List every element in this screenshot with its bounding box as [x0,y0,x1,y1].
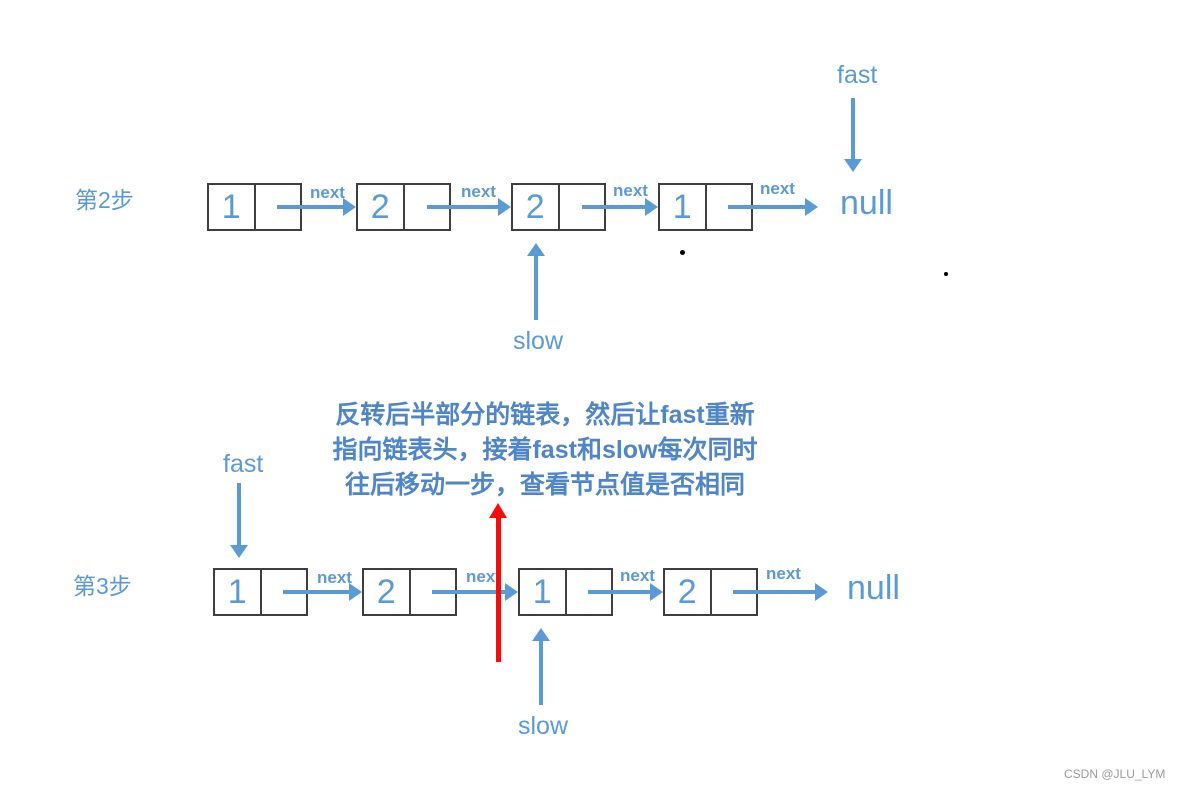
fast-pointer-arrow [230,483,248,558]
list-node: 2 [511,183,606,231]
next-arrow-label: next [760,179,795,198]
next-arrow-label: next [766,564,801,583]
node-value: 1 [520,570,567,614]
next-arrow-label: next [461,182,496,201]
annotation-text: 反转后半部分的链表，然后让fast重新 指向链表头，接着fast和slow每次同… [295,398,795,503]
node-value: 2 [665,570,712,614]
slow-pointer-arrow [532,628,550,705]
slow-pointer-label: slow [513,327,564,355]
next-arrow [728,198,818,216]
slow-pointer-arrow [527,243,545,320]
dot [680,250,685,255]
fast-pointer-label: fast [837,61,878,89]
next-arrow-label: next [466,567,501,586]
list-node: 1 [518,568,613,616]
next-arrow [427,198,511,216]
next-arrow [277,198,356,216]
next-arrow [582,198,658,216]
step3-label: 第3步 [73,573,132,599]
dot [944,272,948,276]
list-node: 2 [362,568,457,616]
node-value: 1 [209,185,256,229]
next-arrow-label: next [613,181,648,200]
next-arrow-label: next [620,566,655,585]
annotation-line: 反转后半部分的链表，然后让fast重新 [335,401,755,429]
next-arrow [283,583,362,601]
node-value: 2 [513,185,560,229]
next-arrow-label: next [317,568,352,587]
node-value: 1 [215,570,262,614]
next-arrow [733,583,828,601]
step2-label: 第2步 [75,187,134,213]
annotation-line: 指向链表头，接着fast和slow每次同时 [332,436,758,464]
slow-pointer-label: slow [518,712,569,740]
next-arrow [432,583,518,601]
next-arrow-label: next [310,183,345,202]
next-arrow [588,583,663,601]
null-terminator-label: null [847,569,900,607]
null-terminator-label: null [840,184,893,222]
node-value: 2 [358,185,405,229]
node-value: 2 [364,570,411,614]
annotation-line: 往后移动一步，查看节点值是否相同 [344,471,745,499]
fast-pointer-arrow [844,98,862,172]
node-value: 1 [660,185,707,229]
red-callout-arrow [489,503,507,662]
fast-pointer-label: fast [223,450,264,478]
watermark: CSDN @JLU_LYM [1064,767,1166,781]
